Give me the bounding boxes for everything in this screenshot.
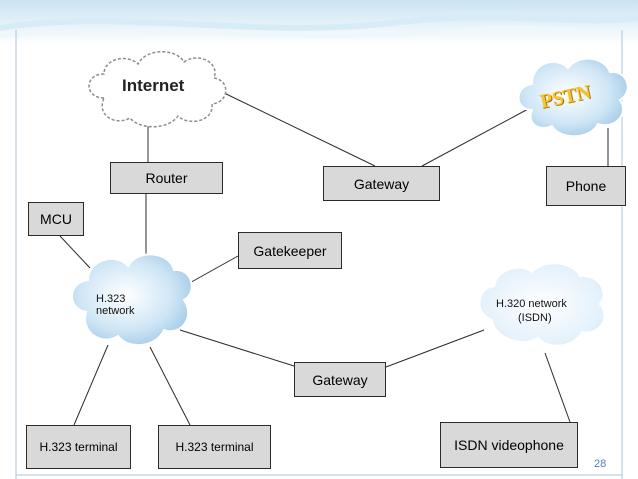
link-h320-videophone (544, 352, 571, 423)
phone-box: Phone (546, 166, 626, 206)
h320-network-cloud (478, 262, 606, 347)
h320-label-line2: (ISDN) (518, 312, 552, 324)
page-number: 28 (594, 458, 607, 470)
gateway-bottom-box: Gateway (294, 362, 386, 397)
link-h323-terminal2 (149, 346, 191, 426)
header-wave (0, 14, 638, 31)
gatekeeper-box: Gatekeeper (238, 232, 342, 269)
link-mcu-h323 (59, 235, 91, 269)
h320-label-line1: H.320 network (496, 298, 567, 310)
h323-terminal-2-box: H.323 terminal (158, 425, 271, 469)
h323-label-line1: H.323 (96, 293, 126, 305)
link-h323-gateway (179, 329, 295, 367)
h323-network-cloud (71, 253, 193, 347)
gateway-top-box: Gateway (323, 166, 440, 201)
internet-label: Internet (122, 76, 185, 95)
link-internet-gateway (221, 91, 376, 167)
link-gateway-pstn (421, 107, 531, 167)
link-gatekeeper-h323 (185, 255, 239, 286)
pstn-cloud (517, 57, 629, 138)
header-wave-2 (0, 26, 638, 38)
h323-terminal-1-box: H.323 terminal (26, 425, 131, 469)
isdn-videophone-box: ISDN videophone (440, 422, 578, 468)
internet-cloud (88, 51, 227, 128)
h323-label-line2: network (96, 305, 135, 317)
link-gateway-h320 (385, 329, 485, 368)
mcu-box: MCU (28, 202, 84, 236)
link-h323-terminal1 (73, 344, 109, 426)
router-box: Router (110, 162, 223, 194)
